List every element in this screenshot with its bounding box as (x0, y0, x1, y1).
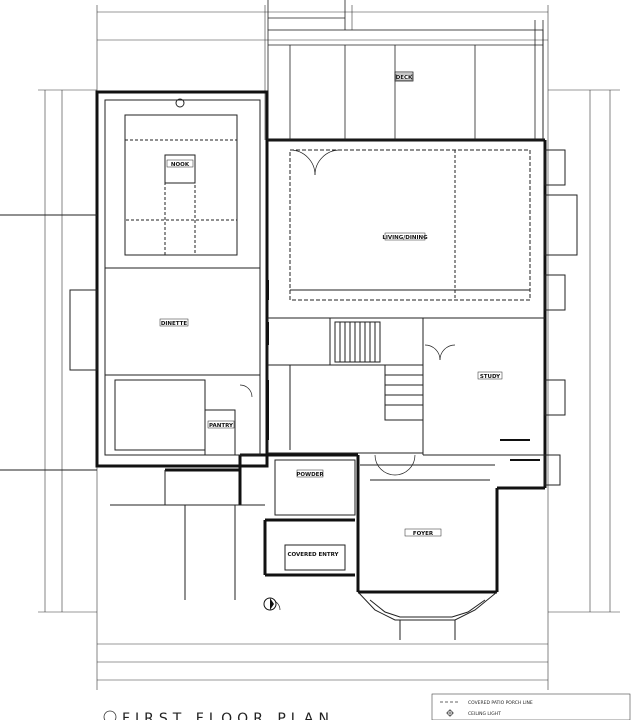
study-label: STUDY (480, 374, 501, 380)
compass-marker (103, 597, 277, 720)
foyer-label: FOYER (413, 531, 434, 537)
deck (267, 0, 544, 141)
wall-hatching (267, 280, 540, 461)
pantry-label: PANTRY (209, 423, 234, 429)
covered-entry-label: COVERED ENTRY (287, 552, 339, 558)
deck-label: DECK (396, 75, 413, 81)
dinette-label: DINETTE (161, 321, 188, 327)
room-labels: DECK NOOK LIVING/DINING DINETTE STUDY FO… (159, 73, 503, 558)
dimension-lines (38, 5, 620, 690)
legend: COVERED PATIO PORCH LINE CEILING LIGHT (431, 693, 631, 720)
exterior-walls (95, 90, 547, 594)
powder-label: POWDER (296, 472, 324, 478)
living-label: LIVING/DINING (382, 235, 428, 241)
legend-item-ceiling-light: CEILING LIGHT (468, 711, 501, 717)
nook-label: NOOK (171, 162, 190, 168)
drawing-title: FIRST FLOOR PLAN (122, 711, 334, 720)
legend-item-porch-line: COVERED PATIO PORCH LINE (468, 700, 533, 706)
interior-walls (0, 98, 578, 640)
